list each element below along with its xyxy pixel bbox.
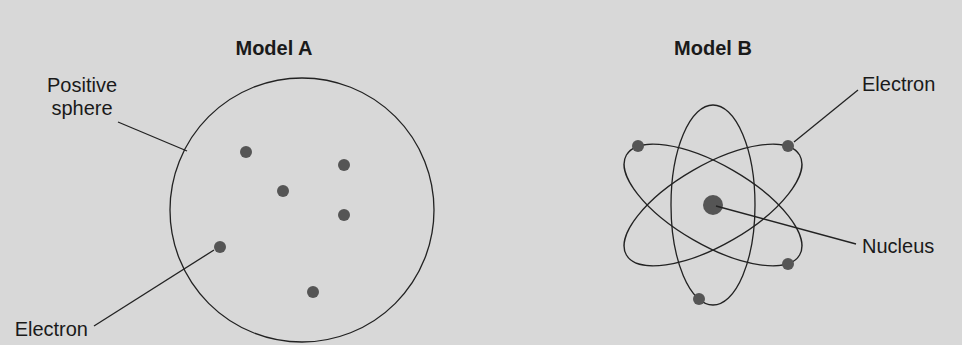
model-title: Model B xyxy=(674,37,752,60)
electron-dots-b xyxy=(632,140,794,305)
part-label: Positive sphere xyxy=(37,74,127,120)
electron-dots-a xyxy=(214,146,350,298)
leader-line xyxy=(794,90,858,142)
leader-line xyxy=(118,122,187,151)
nucleus xyxy=(703,195,723,215)
positive-sphere xyxy=(170,78,434,342)
leader-line xyxy=(94,250,214,326)
part-label: Electron xyxy=(862,73,935,96)
leader-line xyxy=(716,206,856,244)
part-label: Nucleus xyxy=(862,235,934,258)
part-label: Electron xyxy=(15,318,88,341)
orbits xyxy=(606,105,819,305)
model-title: Model A xyxy=(235,37,312,60)
